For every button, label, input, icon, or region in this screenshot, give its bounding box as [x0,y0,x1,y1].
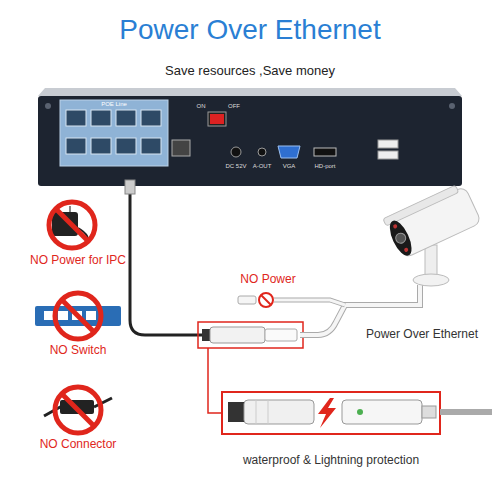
warning-label-slot: NO Power for IPC [30,254,126,268]
port-label-slot: HD-port [314,163,335,170]
power-switch [208,112,226,126]
vga-port [278,146,300,158]
switch-label: ON [197,103,206,110]
switch-label: OFF [228,103,240,110]
warning-label: NO Power for IPC [30,254,126,268]
switch-rocker [210,114,224,124]
screw [449,103,455,109]
cable-boot [202,329,210,341]
switch-port [86,311,96,320]
port-label: VGA [283,163,296,170]
connector-icon [44,387,112,433]
network-cable [130,186,202,335]
switch-icon [35,293,121,339]
part-label: waterproof & Lightning protection [243,454,419,468]
audio-jack [258,148,266,156]
subtitle: Save resources ,Save money [165,64,335,79]
port-label-slot: VGA [283,163,296,170]
subtitle-slot: Save resources ,Save money [165,64,335,79]
switch-port [58,311,68,320]
warning-label-slot: NO Power [240,273,295,287]
prohibit-slash [56,209,88,241]
prohibit-icon [55,387,101,433]
title-slot: Power Over Ethernet [119,14,380,46]
usb-port [378,151,398,159]
camera-cable [440,409,492,415]
dc-jack [231,147,241,157]
rj45-port [66,138,86,154]
lightning-symbol [318,398,336,428]
prohibit-icon [49,202,95,248]
camera-body-group [383,182,482,260]
highlight-frame [198,322,303,348]
hdmi-port [314,148,336,156]
port-label: A-OUT [253,163,272,170]
nvr-front [38,96,462,186]
dc-plug [238,296,256,304]
camera-front [385,218,416,259]
zoom-leader [208,348,222,413]
rj45-port [141,110,161,126]
switch-port [44,311,54,320]
prohibit-slash [261,295,271,305]
switch-label-slot: ON [197,103,206,110]
rj45-plug [125,180,135,194]
prohibit-slash [62,394,94,426]
part-label-slot: Power Over Ethernet [366,328,478,342]
rj45-port [116,110,136,126]
nvr-recorder [38,88,462,186]
power-adapter-icon [49,202,95,248]
port-label: POE Line [101,101,127,108]
warning-label: NO Switch [50,344,107,358]
title: Power Over Ethernet [119,14,380,46]
camera-lens [394,232,407,245]
rj45-port [91,138,111,154]
cable-boot [228,402,244,422]
usb-port [378,140,398,148]
rj45-port [116,138,136,154]
port-label: DC 52V [225,163,246,170]
waterproof-plug [342,400,422,424]
warning-label: NO Power [240,273,295,287]
coupler-ridge [256,400,257,424]
rj45-port [141,138,161,154]
port-label: HD-port [314,163,335,170]
coupler-ridge [268,400,269,424]
switch-label-slot: OFF [228,103,240,110]
part-label-slot: waterproof & Lightning protection [243,454,419,468]
port-label-slot: DC 52V [225,163,246,170]
waterproof-coupler [244,400,314,424]
rj45-port [91,110,111,126]
warning-label-slot: NO Connector [40,438,117,452]
lan-port [172,140,190,156]
waterproof-coupler [210,327,265,343]
ir-led [393,224,398,229]
screw [45,103,51,109]
prohibit-slash [62,300,94,332]
zoom-box [222,392,440,434]
ir-led [404,247,409,252]
dc-pigtail-outline [274,300,345,305]
coupler-cap [265,329,297,341]
sun-shade [383,185,459,226]
rj45-port [66,110,86,126]
dc-pigtail [274,300,345,305]
adapter-prong [69,206,71,212]
poe-port-panel [60,100,168,166]
warning-label-slot: NO Switch [50,344,107,358]
part-label: Power Over Ethernet [366,328,478,342]
warning-label: NO Connector [40,438,117,452]
prohibit-icon [259,293,273,307]
camera-mount-base [413,274,449,286]
prohibit-icon [55,293,101,339]
bullet-camera [383,182,482,286]
plug-tail [422,406,436,418]
status-dot [357,409,363,415]
port-label-slot: A-OUT [253,163,272,170]
port-label-slot: POE Line [101,101,127,108]
nvr-top [38,88,462,96]
